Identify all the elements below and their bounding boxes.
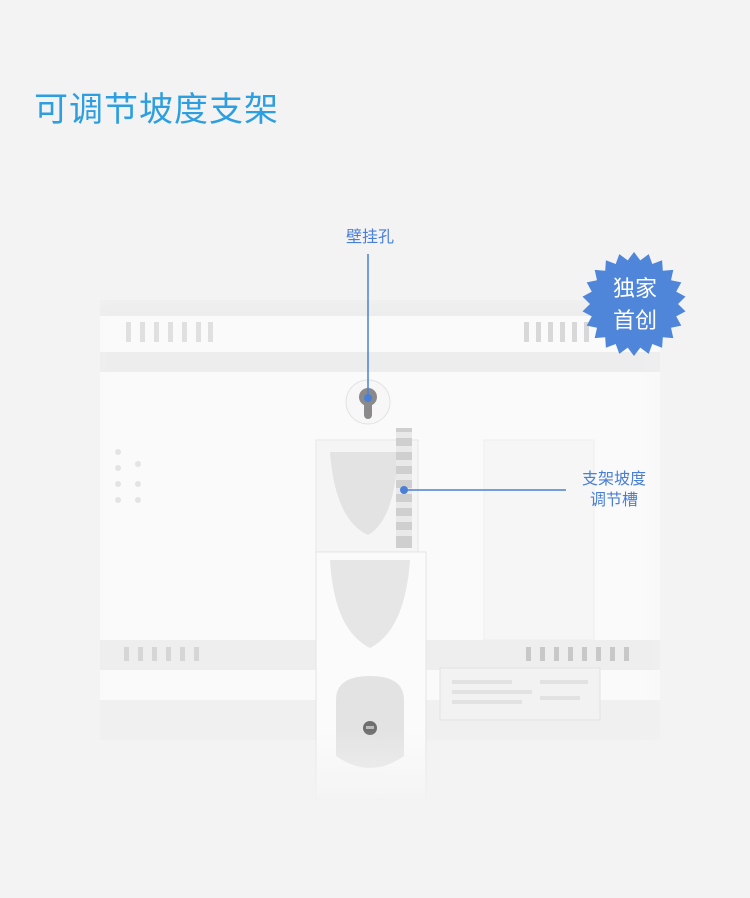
callout-line-wall-hole [364,254,372,402]
badge-line2: 首创 [612,309,657,334]
callout-slope-slot-line1: 支架坡度 [581,469,646,488]
callout-wall-hole: 壁挂孔 [345,227,394,246]
page-title: 可调节坡度支架 [34,90,279,130]
callout-slope-slot-line2: 调节槽 [589,490,638,509]
badge-text: 独家 首创 [590,274,680,338]
callout-line-slope-slot [400,486,566,494]
callout-slope-slot: 支架坡度 调节槽 [568,468,660,510]
exclusive-badge [582,252,686,356]
badge-line1: 独家 [612,277,657,302]
